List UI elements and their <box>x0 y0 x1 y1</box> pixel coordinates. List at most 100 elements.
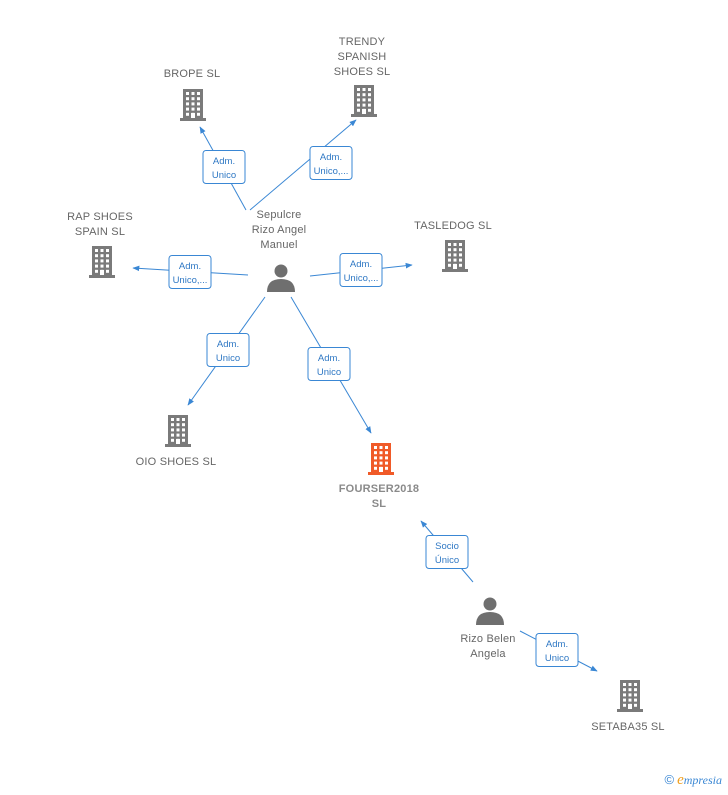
building-window <box>171 428 174 432</box>
building-window <box>448 248 451 252</box>
relationship-badge[interactable]: Adm.Unico,... <box>309 146 353 180</box>
badge-label: Unico,... <box>314 166 349 177</box>
building-base <box>442 269 468 272</box>
building-window <box>357 108 360 112</box>
building-window <box>106 264 109 268</box>
node-label: SHOES SL <box>334 66 391 78</box>
node-label: Rizo Angel <box>252 224 307 236</box>
building-window <box>634 698 637 702</box>
relationship-badge[interactable]: Adm. Unico,... <box>168 255 212 289</box>
badge-label: Adm. <box>546 639 568 650</box>
building-window <box>182 433 185 437</box>
building-window <box>453 248 457 252</box>
building-window <box>453 243 457 246</box>
badge-label: Unico,... <box>173 275 208 286</box>
building-window <box>379 461 383 465</box>
building-window <box>385 461 388 465</box>
brand-logo-initial: e <box>677 772 684 788</box>
building-window <box>634 693 637 697</box>
building-window <box>459 253 462 257</box>
node-tasledog[interactable]: TASLEDOG SL <box>414 220 492 272</box>
node-label: SETABA35 SL <box>591 721 665 733</box>
person-body <box>476 612 504 625</box>
building-base <box>89 275 115 278</box>
node-brope[interactable]: BROPE SL <box>164 68 221 121</box>
badge-box <box>425 535 469 569</box>
building-window <box>171 423 174 427</box>
edge-sepulcre-to-trendy <box>249 119 357 211</box>
building-window <box>385 451 388 455</box>
building-window <box>191 102 195 106</box>
building-window <box>176 428 180 432</box>
building-window <box>171 438 174 442</box>
badge-label: Unico <box>545 653 569 664</box>
badge-label: Adm. <box>350 259 372 270</box>
badge-box <box>202 150 246 184</box>
relationship-badge[interactable]: Adm. Unico <box>206 333 250 367</box>
building-window <box>100 249 104 252</box>
building-door <box>628 704 632 709</box>
building-window <box>95 269 98 273</box>
building-window <box>95 249 98 252</box>
building-window <box>197 102 200 106</box>
building-window <box>374 446 377 449</box>
building-window <box>379 451 383 455</box>
building-window <box>448 253 451 257</box>
relationship-badge[interactable]: Adm.Unico,... <box>339 253 383 287</box>
building-window <box>453 253 457 257</box>
brand-logo-text: mpresia <box>683 773 722 787</box>
node-oio[interactable]: OIO SHOES SL <box>136 415 217 468</box>
building-window <box>191 107 195 111</box>
building-icon <box>89 246 115 278</box>
building-window <box>385 456 388 460</box>
node-label: FOURSER2018 <box>339 483 419 495</box>
node-label: SL <box>372 498 387 510</box>
node-label: SPANISH <box>338 51 387 63</box>
building-window <box>197 92 200 95</box>
building-window <box>357 88 360 91</box>
person-icon <box>476 597 504 625</box>
building-window <box>171 418 174 421</box>
building-base <box>165 444 191 447</box>
building-window <box>106 269 109 273</box>
node-setaba[interactable]: SETABA35 SL <box>591 680 665 733</box>
building-window <box>186 112 189 116</box>
node-label: Sepulcre <box>256 209 301 221</box>
building-window <box>357 98 360 102</box>
building-window <box>368 103 371 107</box>
building-window <box>95 259 98 263</box>
building-window <box>182 418 185 421</box>
relationship-badge[interactable]: Adm. Unico <box>535 633 579 667</box>
badge-box <box>339 253 383 287</box>
badge-box <box>535 633 579 667</box>
person-head <box>274 264 288 278</box>
building-window <box>628 688 632 692</box>
building-window <box>623 683 626 686</box>
building-window <box>362 98 366 102</box>
building-window <box>182 428 185 432</box>
building-icon <box>368 443 394 475</box>
building-window <box>197 107 200 111</box>
building-window <box>628 698 632 702</box>
badge-box <box>309 146 353 180</box>
relationship-badge[interactable]: Adm.Unico <box>307 347 351 381</box>
badge-label: Unico <box>216 353 240 364</box>
building-window <box>362 88 366 91</box>
person-head <box>483 597 497 611</box>
building-window <box>362 93 366 97</box>
building-window <box>191 97 195 101</box>
badge-label: Adm. <box>217 339 239 350</box>
building-window <box>628 683 632 686</box>
badge-label: Adm. <box>179 261 201 272</box>
relationship-badge[interactable]: Adm.Unico <box>202 150 246 184</box>
building-window <box>182 438 185 442</box>
building-icon <box>442 240 468 272</box>
building-window <box>176 433 180 437</box>
